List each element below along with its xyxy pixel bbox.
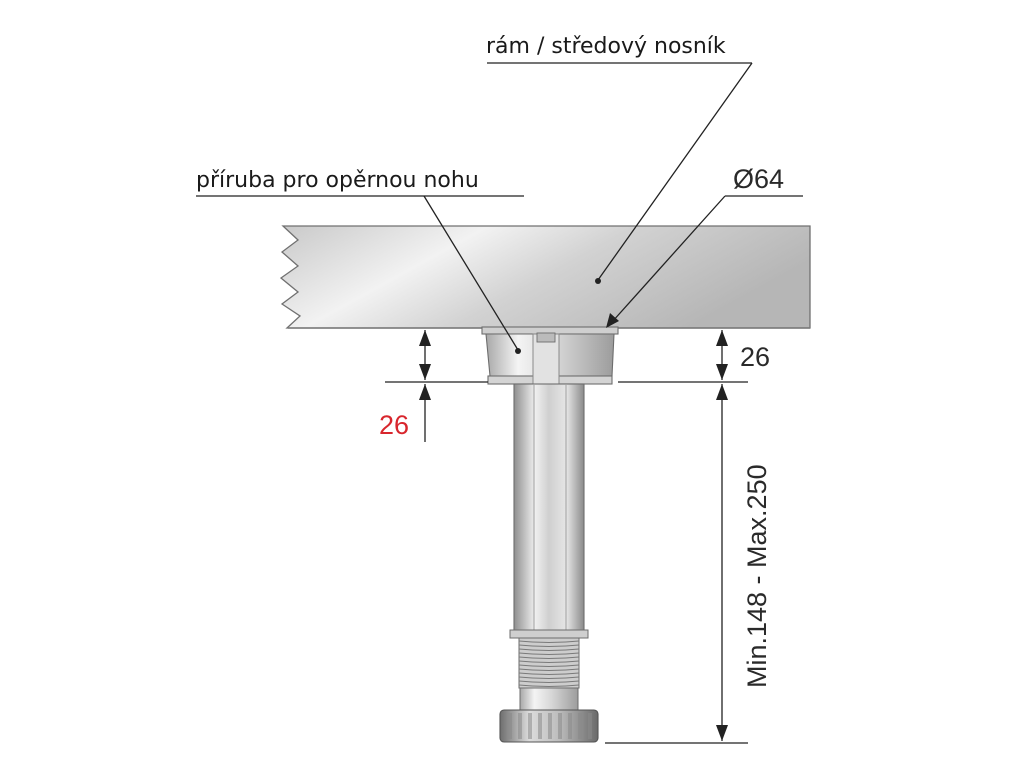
nut-rib [528, 713, 532, 739]
nut-rib [588, 713, 592, 739]
thread-ridge [518, 668, 580, 672]
thread-ridge [518, 660, 580, 664]
thread-ridge [518, 648, 580, 652]
diameter-label: Ø64 [733, 164, 784, 194]
nut-rib [558, 713, 562, 739]
frame-beam [279, 225, 811, 329]
nut-rib [538, 713, 542, 739]
thread-ridge [518, 684, 580, 688]
dimension-leg-range: Min.148 - Max.250 [742, 464, 772, 688]
leg-tube [509, 383, 589, 639]
thread-ridge [518, 676, 580, 680]
nut-rib [508, 713, 512, 739]
dimension-left-26: 26 [379, 410, 409, 440]
leader-lines [196, 62, 803, 354]
nut-rib [568, 713, 572, 739]
flange-label: příruba pro opěrnou nohu [196, 168, 479, 193]
thread-ridge [518, 664, 580, 668]
nut-rib [518, 713, 522, 739]
flange [481, 326, 619, 385]
thread-ridge [518, 644, 580, 648]
thread-ridge [518, 640, 580, 644]
thread-ridge [518, 680, 580, 684]
adjusting-foot [499, 687, 599, 743]
nut-rib [548, 713, 552, 739]
thread-ridge [518, 656, 580, 660]
dimension-right-26: 26 [740, 342, 770, 372]
threaded-spindle [518, 637, 580, 689]
nut-rib [578, 713, 582, 739]
frame-label: rám / středový nosník [486, 34, 726, 59]
dimension-lines [385, 330, 748, 744]
thread-ridge [518, 672, 580, 676]
thread-ridge [518, 652, 580, 656]
